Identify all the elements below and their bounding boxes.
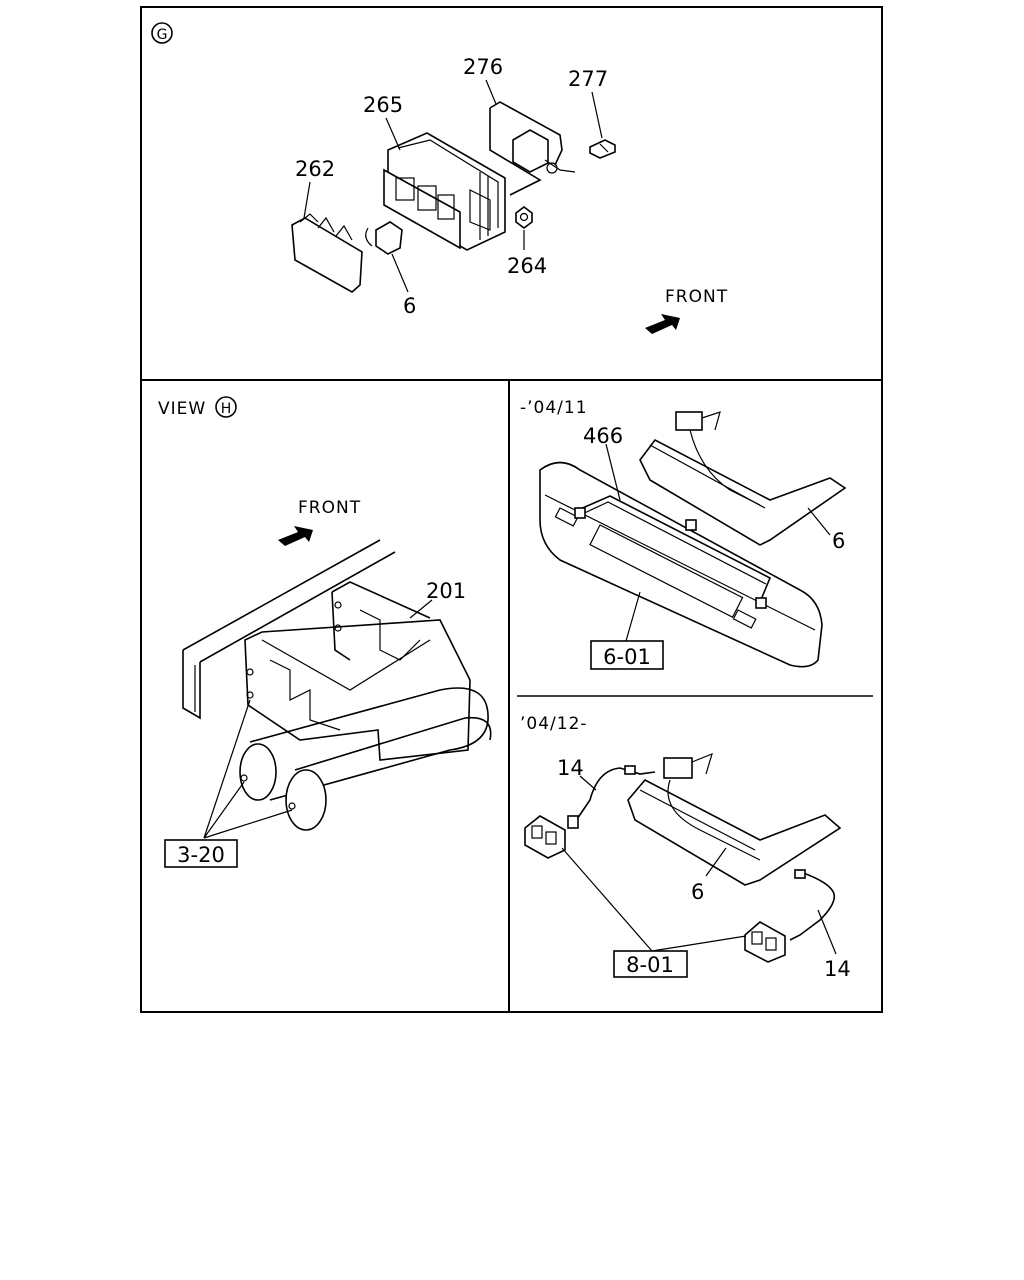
label-6: 6 [403, 294, 416, 318]
cover-drawing [291, 213, 363, 293]
harness-drawing [574, 495, 772, 609]
leader-14-bottom [817, 909, 837, 955]
panel-lower-right: ’04/12- [520, 714, 851, 981]
view-prefix: VIEW [158, 399, 206, 419]
ref-box-6-01 [590, 640, 664, 670]
label-14-bottom: 14 [824, 957, 851, 981]
frame-rail-drawing [182, 539, 396, 720]
air-tanks-drawing [239, 687, 492, 831]
leader-6 [391, 253, 409, 293]
harness-right-drawing [789, 869, 836, 941]
date-range-upper: -’04/11 [520, 398, 588, 418]
label-265: 265 [363, 93, 403, 117]
label-262: 262 [295, 157, 335, 181]
leader-276 [485, 79, 497, 105]
bolt-drawing [589, 139, 616, 159]
panel-h: VIEW H FRONT [158, 396, 492, 868]
leader-3-20-a [203, 699, 251, 839]
frame-bracket-drawing [639, 411, 847, 546]
label-201: 201 [426, 579, 466, 603]
date-range-lower: ’04/12- [520, 714, 588, 734]
label-466: 466 [583, 424, 623, 448]
lamp-left-drawing [524, 815, 566, 859]
label-276: 276 [463, 55, 503, 79]
front-label-g: FRONT [665, 287, 728, 307]
lamp-right-drawing [744, 921, 786, 963]
label-264: 264 [507, 254, 547, 278]
leader-3-20-b [203, 781, 245, 839]
leader-262 [303, 181, 311, 219]
label-6-lower: 6 [691, 880, 704, 904]
leader-466 [605, 443, 621, 501]
clip-drawing [365, 221, 403, 255]
front-arrow-icon [278, 526, 313, 546]
ref-box-3-20-label: 3-20 [177, 843, 225, 867]
leader-8-01-b [651, 935, 747, 952]
label-277: 277 [568, 67, 608, 91]
ref-box-6-01-label: 6-01 [603, 645, 651, 669]
leader-6-01 [625, 591, 641, 642]
frame-bracket-lower-drawing [627, 752, 842, 886]
front-label-h: FRONT [298, 498, 361, 518]
label-6-upper: 6 [832, 529, 845, 553]
front-arrow-icon [645, 314, 680, 334]
ref-box-8-01-label: 8-01 [626, 953, 674, 977]
view-marker-circle-h [215, 396, 237, 418]
leader-201 [409, 599, 433, 619]
nut-drawing [515, 206, 533, 229]
harness-left-drawing [567, 765, 656, 829]
outer-frame [140, 6, 883, 1013]
panel-upper-right: -’04/11 466 6 6 [520, 398, 847, 670]
label-14-top: 14 [557, 756, 584, 780]
leader-14-top [579, 775, 597, 791]
panel-g: G [151, 22, 728, 334]
carrier-bracket-drawing [244, 581, 471, 761]
leader-6-lower [705, 847, 727, 877]
leader-265 [385, 117, 401, 151]
connector-housing-drawing [383, 132, 506, 251]
leader-277 [591, 91, 603, 139]
bracket-drawing [489, 101, 576, 196]
ref-box-3-20 [164, 839, 238, 868]
leader-8-01-a [561, 847, 653, 952]
bumper-drawing [539, 461, 823, 668]
leader-3-20-c [203, 809, 293, 839]
view-marker-h: H [221, 401, 232, 417]
ref-box-8-01 [613, 950, 688, 978]
view-marker-g: G [157, 27, 168, 43]
leader-6-upper [807, 507, 831, 536]
view-marker-circle [151, 22, 173, 44]
